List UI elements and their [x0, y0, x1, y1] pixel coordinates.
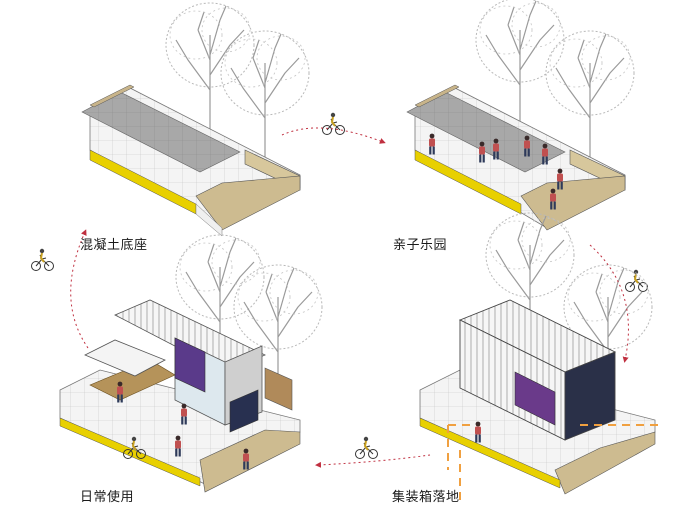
tree-icon [165, 2, 255, 131]
cycle-arrow-icon [70, 229, 89, 349]
cycle-arrow-icon [589, 244, 629, 363]
canopy [84, 339, 166, 377]
stage-kids-park [406, 0, 649, 293]
stage-label-kids-park: 亲子乐园 [393, 238, 448, 253]
tree-icon [545, 30, 635, 159]
container-end [564, 351, 616, 441]
stage-container-landing [354, 212, 660, 500]
tree-icon [220, 30, 310, 159]
bicycle-icon [30, 247, 55, 272]
cycle-arrow-icon [315, 454, 431, 468]
cycle-arrow-icon [281, 127, 386, 144]
stage-label-daily-use: 日常使用 [80, 490, 135, 505]
bicycle-icon [321, 111, 346, 136]
cycle-arrows [70, 127, 629, 468]
stage-label-container-landing: 集装箱落地 [392, 490, 460, 505]
stage-label-concrete-base: 混凝土底座 [80, 238, 148, 253]
stage-daily-use [30, 234, 323, 493]
poster-panel [514, 371, 556, 426]
placement-markers [447, 424, 660, 500]
notice-board [264, 367, 293, 411]
poster-panel [174, 337, 206, 393]
bicycle-icon [354, 435, 379, 460]
chalk-board [229, 389, 259, 433]
stage-concrete-base [81, 2, 346, 237]
edge-stripe [419, 417, 561, 489]
